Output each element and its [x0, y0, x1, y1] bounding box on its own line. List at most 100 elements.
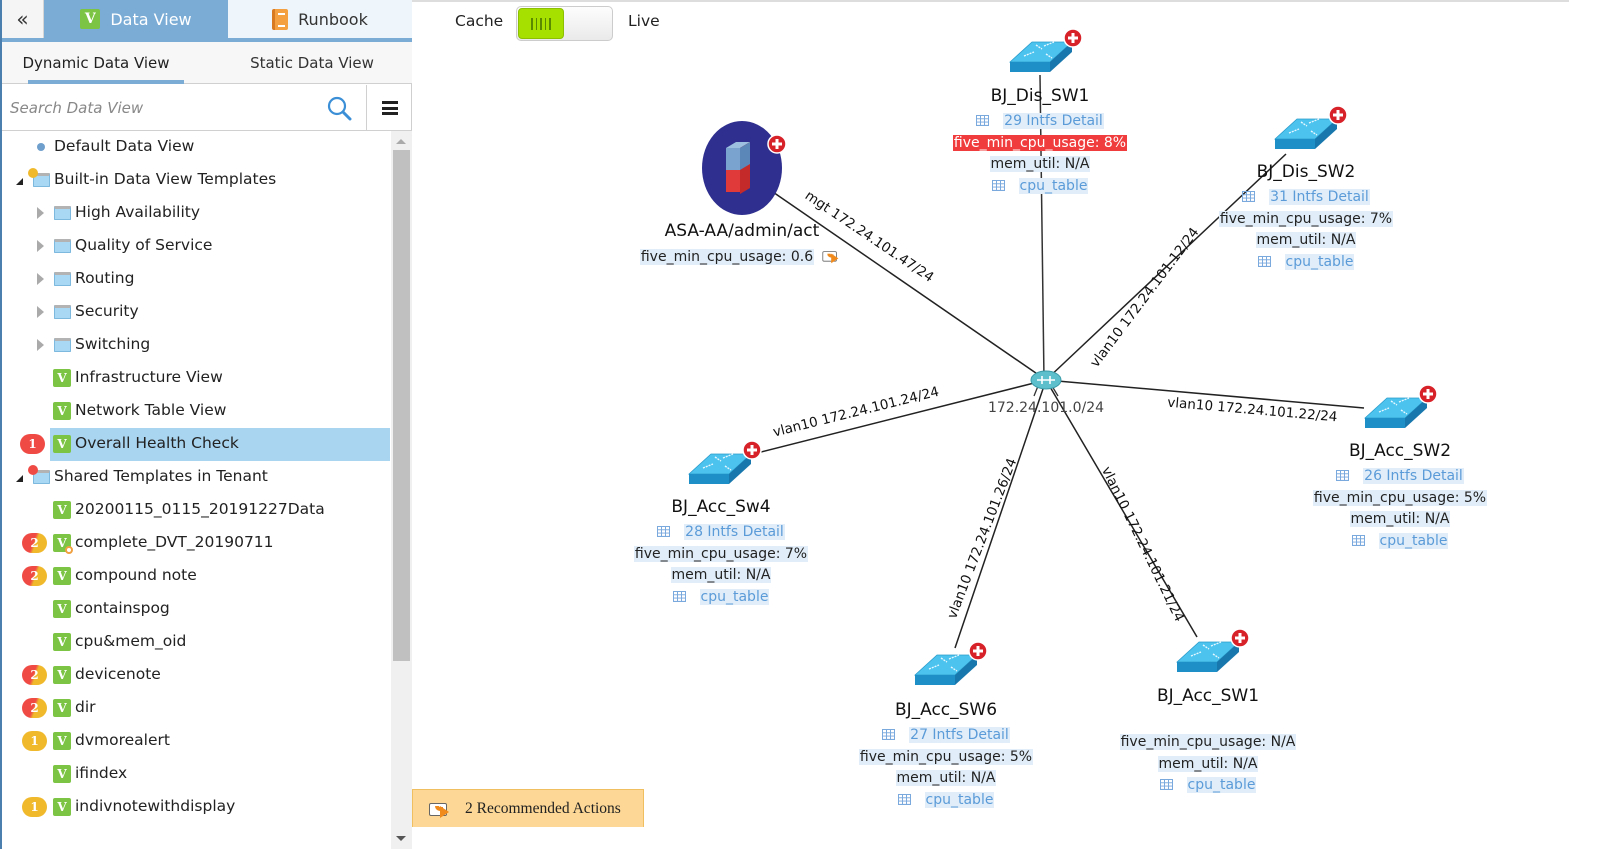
device-name[interactable]: BJ_Acc_SW6: [895, 700, 997, 720]
collapsed-caret-icon[interactable]: [37, 339, 44, 351]
alert-count-badge[interactable]: 1: [22, 731, 47, 751]
tree-item[interactable]: Security: [2, 296, 390, 329]
device-info-row[interactable]: 29 Intfs Detail: [920, 111, 1160, 133]
recommended-action-icon[interactable]: [822, 250, 842, 264]
collapse-sidebar-button[interactable]: «: [2, 0, 44, 38]
tree-item[interactable]: Switching: [2, 329, 390, 362]
device-name[interactable]: BJ_Dis_SW1: [991, 86, 1090, 106]
tab-runbook[interactable]: Runbook: [228, 0, 412, 38]
switch-icon[interactable]: [1273, 105, 1348, 149]
link-line[interactable]: [954, 379, 1047, 649]
alert-count-badge[interactable]: 1: [20, 434, 45, 454]
tab-static-data-view[interactable]: Static Data View: [250, 54, 374, 72]
device-info-row[interactable]: 26 Intfs Detail: [1280, 466, 1520, 488]
table-grid-icon[interactable]: [672, 590, 686, 602]
detail-link[interactable]: cpu_table: [1018, 177, 1089, 194]
toggle-knob[interactable]: [518, 8, 564, 39]
detail-link[interactable]: cpu_table: [699, 588, 770, 605]
tree-item[interactable]: Quality of Service: [2, 230, 390, 263]
search-icon[interactable]: [326, 95, 352, 121]
collapsed-caret-icon[interactable]: [37, 273, 44, 285]
device-name[interactable]: ASA-AA/admin/act: [665, 221, 820, 241]
alert-count-badge[interactable]: 2: [22, 533, 47, 553]
switch-icon[interactable]: [913, 641, 988, 685]
expanded-caret-icon[interactable]: [16, 178, 23, 185]
collapsed-caret-icon[interactable]: [37, 207, 44, 219]
firewall-icon[interactable]: [702, 121, 787, 215]
tree-item[interactable]: Routing: [2, 263, 390, 296]
detail-link[interactable]: cpu_table: [1186, 777, 1257, 793]
expanded-caret-icon[interactable]: [16, 475, 23, 482]
table-grid-icon[interactable]: [897, 793, 911, 805]
detail-link[interactable]: cpu_table: [1284, 253, 1355, 270]
add-plus-icon[interactable]: [968, 641, 988, 661]
table-grid-icon[interactable]: [991, 179, 1005, 191]
device-info-row[interactable]: 27 Intfs Detail: [826, 725, 1066, 747]
link-line[interactable]: [1045, 379, 1365, 409]
tree-item[interactable]: Default Data View: [2, 131, 390, 164]
collapsed-caret-icon[interactable]: [37, 306, 44, 318]
table-grid-icon[interactable]: [882, 729, 896, 740]
device-info-row[interactable]: cpu_table: [1088, 775, 1328, 797]
table-grid-icon[interactable]: [1351, 534, 1365, 546]
link-line[interactable]: [769, 189, 1047, 381]
device-info-row[interactable]: cpu_table: [1186, 252, 1426, 274]
alert-count-badge[interactable]: 2: [22, 665, 47, 685]
device-info-row[interactable]: cpu_table: [920, 176, 1160, 198]
device-name[interactable]: BJ_Acc_SW2: [1349, 441, 1451, 461]
alert-count-badge[interactable]: 1: [22, 797, 47, 817]
device-name[interactable]: BJ_Dis_SW2: [1257, 162, 1356, 182]
table-grid-icon[interactable]: [976, 115, 990, 126]
device-info-row[interactable]: cpu_table: [601, 587, 841, 609]
device-info-row[interactable]: 28 Intfs Detail: [601, 522, 841, 544]
tree-item[interactable]: Shared Templates in Tenant: [2, 461, 390, 494]
menu-button[interactable]: [366, 85, 412, 131]
table-grid-icon[interactable]: [1336, 470, 1350, 481]
table-grid-icon[interactable]: [1242, 191, 1256, 202]
hub-router-icon[interactable]: [1030, 370, 1062, 390]
detail-link[interactable]: cpu_table: [924, 791, 995, 808]
scroll-up-arrow-icon[interactable]: [396, 139, 406, 144]
detail-link[interactable]: 31 Intfs Detail: [1269, 189, 1370, 205]
alert-count-badge[interactable]: 2: [22, 566, 47, 586]
add-plus-icon[interactable]: [1418, 384, 1438, 404]
detail-link[interactable]: 29 Intfs Detail: [1003, 113, 1104, 129]
detail-link[interactable]: 26 Intfs Detail: [1363, 468, 1464, 484]
table-grid-icon[interactable]: [1257, 255, 1271, 267]
link-line[interactable]: [748, 379, 1047, 456]
cache-live-toggle[interactable]: [516, 6, 613, 41]
switch-icon[interactable]: [1008, 28, 1083, 72]
add-plus-icon[interactable]: [742, 440, 762, 460]
link-line[interactable]: [1045, 379, 1198, 638]
device-name[interactable]: BJ_Acc_Sw4: [671, 497, 770, 517]
detail-link[interactable]: 28 Intfs Detail: [684, 524, 785, 540]
table-grid-icon[interactable]: [1159, 779, 1173, 790]
detail-link[interactable]: cpu_table: [1378, 532, 1449, 549]
device-name[interactable]: BJ_Acc_SW1: [1157, 686, 1259, 706]
tree-item[interactable]: High Availability: [2, 197, 390, 230]
scroll-thumb[interactable]: [393, 150, 410, 661]
switch-icon[interactable]: [1363, 384, 1438, 428]
alert-count-badge[interactable]: 2: [22, 698, 47, 718]
scroll-down-arrow-icon[interactable]: [396, 836, 406, 841]
add-plus-icon[interactable]: [1063, 28, 1083, 48]
add-plus-icon[interactable]: [1328, 105, 1348, 125]
device-info-row[interactable]: 31 Intfs Detail: [1186, 187, 1426, 209]
switch-icon[interactable]: [687, 440, 762, 484]
tab-dynamic-data-view[interactable]: Dynamic Data View: [8, 42, 184, 84]
collapsed-caret-icon[interactable]: [37, 240, 44, 252]
switch-icon[interactable]: [1175, 628, 1250, 672]
